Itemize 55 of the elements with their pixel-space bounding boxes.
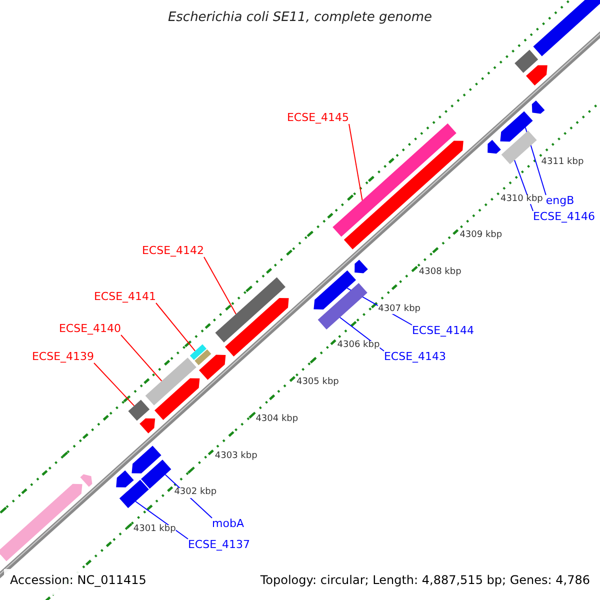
scale-tick-label: 4308 kbp [418,268,462,278]
scale-tick-label: 4304 kbp [256,414,298,425]
gene-block [533,0,600,56]
gene-label: ECSE_4144 [412,324,474,338]
leader-line [348,124,363,201]
gene-bar [501,130,537,164]
gene-block [354,260,368,274]
gene-label: ECSE_4143 [384,350,446,364]
gene-label: ECSE_4139 [32,350,94,364]
gene-label: engB [546,194,574,208]
gene-label: ECSE_4142 [142,244,204,258]
gene-bar [215,277,286,342]
gene-label: mobA [212,518,244,530]
scale-tick-label: 4301 kbp [133,525,176,535]
gene-bar [128,400,150,421]
gene-block [199,354,226,380]
scale-tick-label: 4309 kbp [460,231,502,242]
gene-label: ECSE_4145 [286,112,350,124]
gene-block [116,470,134,488]
genome-stats-text: Topology: circular; Length: 4,887,515 bp; Genes: 4,786 [260,574,590,588]
gene-bar [318,283,368,330]
scale-tick-label: 4302 kbp [174,488,217,498]
scale-tick-label: 4311 kbp [541,158,584,168]
gene-label: ECSE_4137 [188,538,250,552]
gene-block [132,446,162,474]
gene-block [0,484,82,562]
gene-bar [145,358,196,406]
gene-block [526,65,548,86]
scale-tick-label: 4303 kbp [214,452,258,462]
gene-bar [332,123,456,237]
gene-block [140,418,156,434]
gene-label: ECSE_4141 [94,290,156,304]
accession-text: Accession: NC_011415 [10,574,146,588]
gene-bar [190,344,206,360]
gene-block [500,111,533,142]
gene-bar [194,349,212,366]
scale-tick-label: 4310 kbp [500,194,543,204]
scale-tick-label: 4305 kbp [296,378,339,388]
gene-label: ECSE_4146 [532,210,596,224]
gene-block [532,100,545,114]
scale-tick-label: 4306 kbp [337,341,380,352]
gene-block [154,378,200,420]
gene-bar [514,50,538,73]
leader-line [156,302,196,352]
leader-line [135,500,188,540]
scale-tick-label: 4307 kbp [378,304,420,315]
leader-line [94,362,135,406]
leader-line [204,256,236,315]
gene-block [80,474,92,487]
map-title: Escherichia coli SE11, complete genome [168,10,432,26]
leader-line [120,334,162,382]
gene-bar [141,460,172,489]
gene-block [314,270,356,310]
gene-label: ECSE_4140 [58,322,122,336]
gene-block [225,298,289,356]
